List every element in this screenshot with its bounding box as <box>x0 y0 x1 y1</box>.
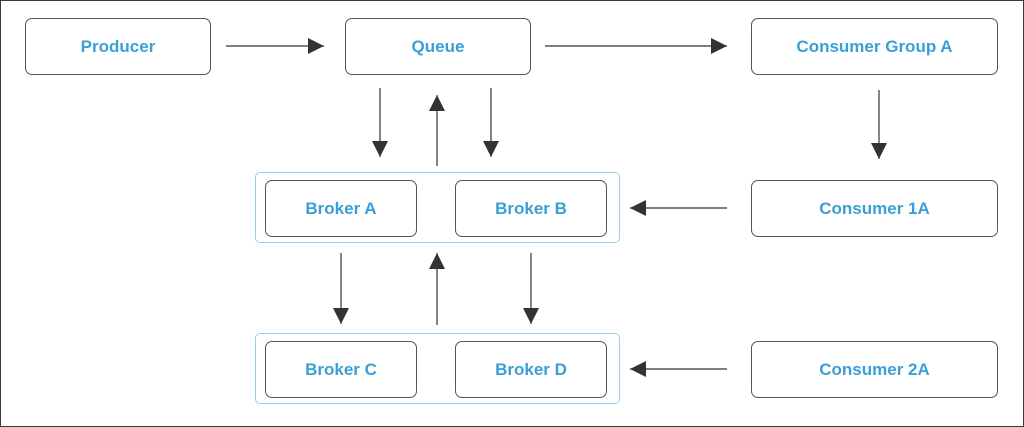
broker-c-node[interactable]: Broker C <box>265 341 417 398</box>
broker-b-node[interactable]: Broker B <box>455 180 607 237</box>
producer-node[interactable]: Producer <box>25 18 211 75</box>
consumer-2a-node[interactable]: Consumer 2A <box>751 341 998 398</box>
broker-a-node[interactable]: Broker A <box>265 180 417 237</box>
consumer-1a-node[interactable]: Consumer 1A <box>751 180 998 237</box>
broker-d-node[interactable]: Broker D <box>455 341 607 398</box>
consumer-group-a-node[interactable]: Consumer Group A <box>751 18 998 75</box>
queue-node[interactable]: Queue <box>345 18 531 75</box>
